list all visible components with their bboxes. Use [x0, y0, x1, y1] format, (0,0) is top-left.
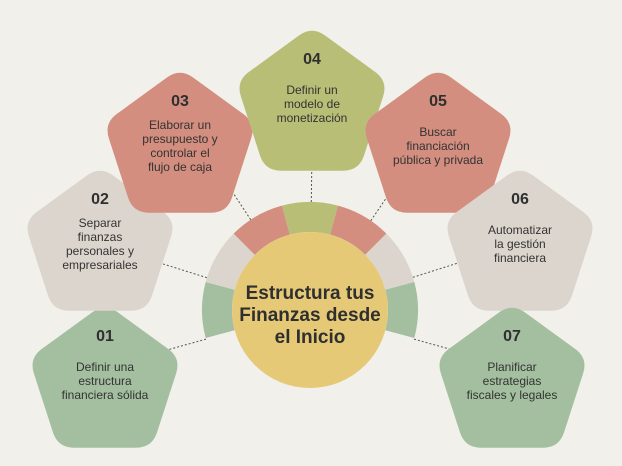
pentagon-shape	[439, 307, 585, 448]
step-text-line: modelo de	[284, 97, 340, 111]
ring-segment-05	[330, 205, 387, 255]
step-text-line: Definir un	[286, 83, 337, 97]
step-number: 07	[503, 328, 521, 345]
step-number: 05	[429, 93, 447, 110]
step-text-line: la gestión	[494, 237, 545, 251]
step-number: 01	[96, 328, 114, 345]
step-text-line: Elaborar un	[149, 118, 211, 132]
step-text-line: fiscales y legales	[467, 388, 558, 402]
step-text-line: personales y	[66, 244, 134, 258]
connector-04	[310, 149, 313, 203]
center-title-line-3: el Inicio	[275, 327, 346, 348]
center-hub: Estructura tus Finanzas desde el Inicio	[232, 232, 388, 388]
step-text-line: Separar	[79, 216, 122, 230]
pentagon-shape	[447, 170, 593, 311]
step-text-line: financiación	[406, 139, 469, 153]
step-text-line: estructura	[78, 374, 132, 388]
connector-06	[412, 262, 459, 278]
ring-segment-07	[385, 282, 418, 338]
ring-segment-03	[233, 205, 290, 255]
step-text-line: Automatizar	[488, 223, 552, 237]
step-number: 02	[91, 191, 109, 208]
pentagon-shape	[32, 307, 178, 448]
pentagon-shape	[365, 72, 511, 213]
center-title-line-2: Finanzas desde	[239, 305, 381, 326]
pentagon-shape	[107, 72, 253, 213]
step-number: 06	[511, 191, 529, 208]
step-number: 03	[171, 93, 189, 110]
step-text-line: pública y privada	[393, 153, 483, 167]
step-text-line: Definir una	[76, 360, 134, 374]
step-text-line: financiera sólida	[62, 388, 149, 402]
ring-segment-01	[202, 282, 235, 338]
step-text-line: monetización	[277, 111, 348, 125]
step-text-line: controlar el	[150, 146, 209, 160]
ring-segment-04	[282, 202, 338, 235]
step-text-line: flujo de caja	[148, 160, 212, 174]
ring-segments	[202, 202, 418, 338]
step-text-line: Planificar	[487, 360, 536, 374]
step-text-line: presupuesto y	[142, 132, 217, 146]
connector-02	[159, 262, 208, 279]
step-text-line: Buscar	[419, 125, 456, 139]
pentagon-shape	[239, 30, 385, 171]
ring-segment-02	[205, 233, 255, 290]
step-number: 04	[303, 51, 321, 68]
step-text-line: financiera	[494, 251, 546, 265]
step-text-line: estrategias	[483, 374, 542, 388]
step-text-line: finanzas	[78, 230, 123, 244]
ring-segment-06	[365, 233, 415, 290]
center-circle	[232, 232, 388, 388]
step-text-line: empresariales	[62, 258, 137, 272]
center-title-line-1: Estructura tus	[246, 283, 375, 304]
